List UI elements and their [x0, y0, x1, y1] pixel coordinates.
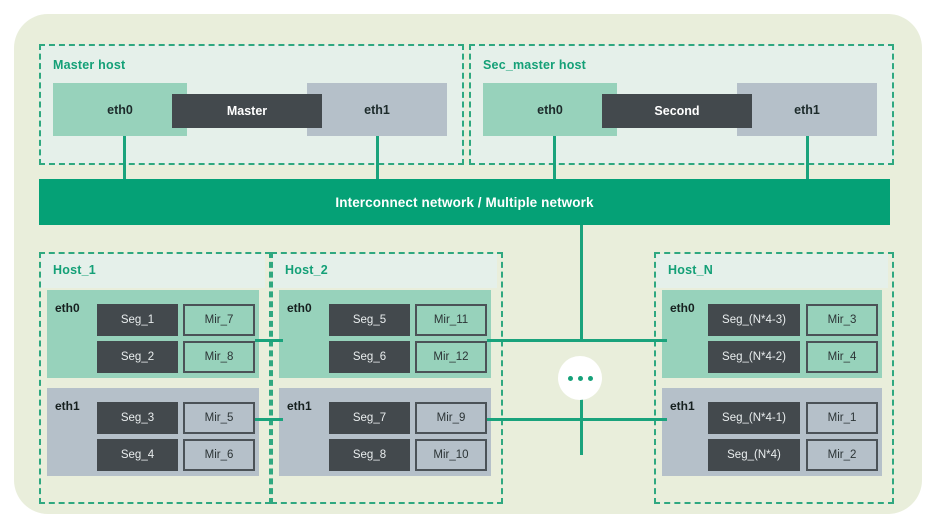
host-2-title: Host_2: [285, 263, 328, 277]
host-2-eth0-mir-0: Mir_11: [415, 304, 487, 336]
host-2-eth0-label: eth0: [287, 301, 312, 315]
host-1-eth0-mir-0: Mir_7: [183, 304, 255, 336]
host-n-eth0-seg-0: Seg_(N*4-3): [708, 304, 800, 336]
host-2-box: [271, 252, 503, 504]
ellipsis-dot: [567, 375, 573, 381]
sec-master-cpu-block: Second: [602, 94, 752, 128]
host-2-eth1-mir-1: Mir_10: [415, 439, 487, 471]
host-1-eth0-mir-1: Mir_8: [183, 341, 255, 373]
master-cpu-block: Master: [172, 94, 322, 128]
host-2-eth1-label: eth1: [287, 399, 312, 413]
host-1-eth1-seg-0: Seg_3: [97, 402, 178, 434]
host-1-eth0-seg-0: Seg_1: [97, 304, 178, 336]
interconnect-trunk-downlink: [580, 225, 583, 341]
host-2-eth1-seg-0: Seg_7: [329, 402, 410, 434]
sec-master-eth0-downlink: [553, 136, 556, 182]
eth0-bus-host1-host2: [255, 339, 283, 342]
sec-master-eth1-downlink: [806, 136, 809, 182]
host-1-eth1-seg-1: Seg_4: [97, 439, 178, 471]
ellipsis-dot: [587, 375, 593, 381]
more-hosts-ellipsis-icon: [558, 356, 602, 400]
master-eth0-downlink: [123, 136, 126, 182]
eth0-bus-host2-hostn: [487, 339, 667, 342]
host-2-eth0-mir-1: Mir_12: [415, 341, 487, 373]
host-n-title: Host_N: [668, 263, 713, 277]
host-2-header: [273, 254, 497, 288]
host-1-title: Host_1: [53, 263, 96, 277]
host-1-eth0-seg-1: Seg_2: [97, 341, 178, 373]
master-eth0-block: eth0: [53, 83, 187, 136]
host-n-eth0-mir-1: Mir_4: [806, 341, 878, 373]
host-n-eth0-mir-0: Mir_3: [806, 304, 878, 336]
host-n-eth1-seg-0: Seg_(N*4-1): [708, 402, 800, 434]
host-n-eth1-mir-0: Mir_1: [806, 402, 878, 434]
host-n-eth0-seg-1: Seg_(N*4-2): [708, 341, 800, 373]
eth1-bus-host2-hostn: [487, 418, 667, 421]
host-2-eth1-mir-0: Mir_9: [415, 402, 487, 434]
host-n-eth1-mir-1: Mir_2: [806, 439, 878, 471]
host-2-eth1-seg-1: Seg_8: [329, 439, 410, 471]
host-1-eth1-label: eth1: [55, 399, 80, 413]
host-1-eth1-mir-0: Mir_5: [183, 402, 255, 434]
host-2-eth0-seg-0: Seg_5: [329, 304, 410, 336]
ellipsis-dot: [577, 375, 583, 381]
host-n-header: [656, 254, 888, 288]
host-2-eth0-seg-1: Seg_6: [329, 341, 410, 373]
host-n-eth0-label: eth0: [670, 301, 695, 315]
eth1-bus-host1-host2: [255, 418, 283, 421]
host-n-box: [654, 252, 894, 504]
host-1-box: [39, 252, 271, 504]
diagram-canvas: Master host eth0 eth1 Master Sec_master …: [14, 14, 922, 514]
master-eth1-downlink: [376, 136, 379, 182]
master-eth1-block: eth1: [307, 83, 447, 136]
sec-master-eth0-block: eth0: [483, 83, 617, 136]
interconnect-network-bar: Interconnect network / Multiple network: [39, 179, 890, 225]
host-n-eth1-seg-1: Seg_(N*4): [708, 439, 800, 471]
host-1-eth0-label: eth0: [55, 301, 80, 315]
sec-master-eth1-block: eth1: [737, 83, 877, 136]
host-1-header: [41, 254, 265, 288]
sec-master-host-title: Sec_master host: [483, 58, 587, 72]
host-n-eth1-label: eth1: [670, 399, 695, 413]
master-host-title: Master host: [53, 58, 126, 72]
host-1-eth1-mir-1: Mir_6: [183, 439, 255, 471]
